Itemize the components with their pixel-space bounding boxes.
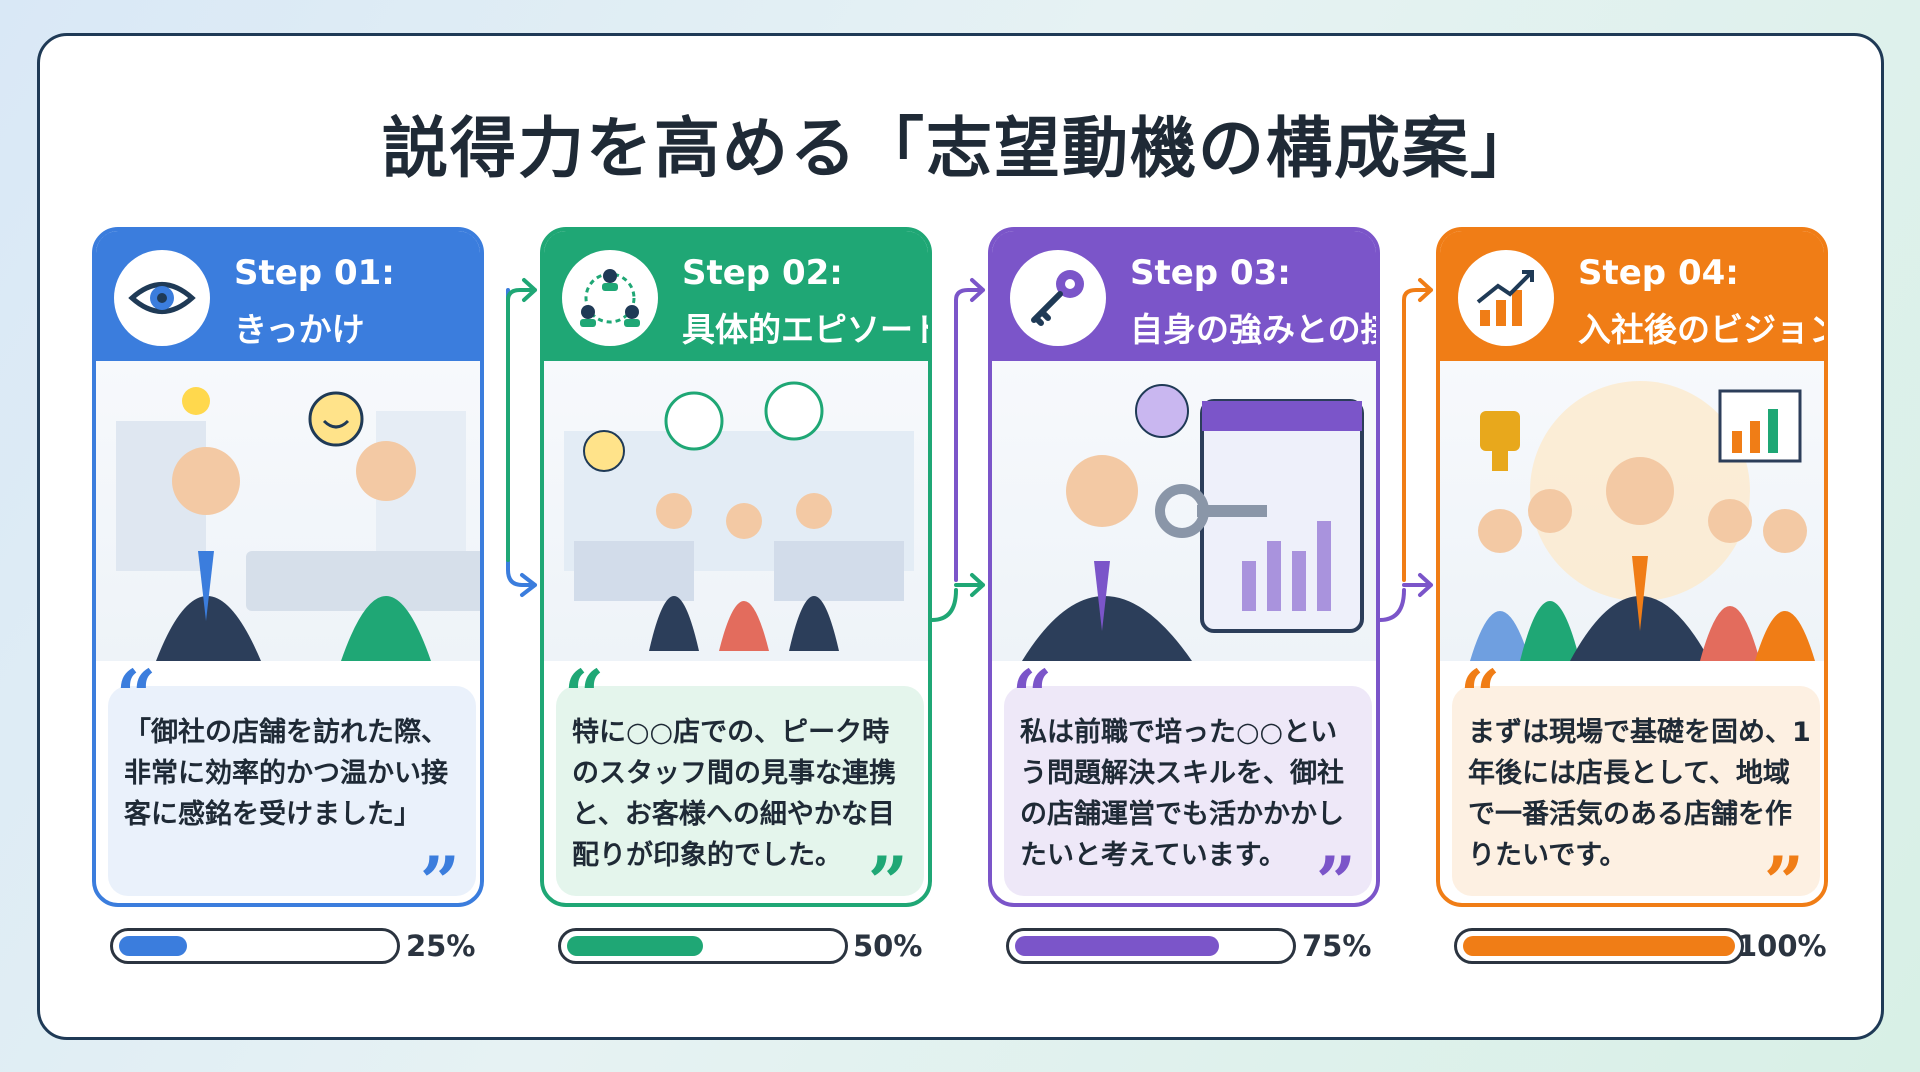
progress-bar-3 <box>1006 928 1296 964</box>
progress-bar-2 <box>558 928 848 964</box>
connector-1-2 <box>506 288 537 597</box>
progress-percent: 25% <box>406 929 476 963</box>
step-number: Step 04: <box>1578 253 1739 293</box>
step-illustration <box>1440 361 1824 661</box>
step-header: Step 02: 具体的エピソード <box>544 231 928 361</box>
quote-box <box>1004 686 1372 896</box>
step-illustration <box>96 361 480 661</box>
step-illustration <box>544 361 928 661</box>
step-header: Step 01: きっかけ <box>96 231 480 361</box>
step-label: きっかけ <box>234 310 365 349</box>
step-card-2: Step 02: 具体的エピソード “ 特に○○店での、ピーク時のスタッフ間の見… <box>540 227 932 907</box>
quote-text: 「御社の店舗を訪れた際、非常に効率的かつ温かい接客に感銘を受けました」 <box>124 717 448 830</box>
connector-2-3 <box>954 278 985 582</box>
step-number: Step 01: <box>234 253 395 293</box>
growth-chart-icon <box>1458 250 1554 346</box>
close-quote-icon: ” <box>1315 841 1356 907</box>
progress-bar-4 <box>1454 928 1744 964</box>
progress-bar-1 <box>110 928 400 964</box>
quote-text: 特に○○店での、ピーク時のスタッフ間の見事な連携と、お客様への細やかな目配りが印… <box>572 717 896 871</box>
quote-box <box>1452 686 1820 896</box>
close-quote-icon: ” <box>1763 841 1804 907</box>
step-number: Step 03: <box>1130 253 1291 293</box>
step-label: 入社後のビジョン <box>1578 310 1828 349</box>
step-label: 自身の強みとの接続 <box>1130 310 1376 349</box>
step-label: 具体的エピソード <box>682 310 932 349</box>
open-quote-icon: “ <box>1012 654 1053 737</box>
open-quote-icon: “ <box>564 654 605 737</box>
progress-percent: 75% <box>1302 929 1372 963</box>
step-card-4: Step 04: 入社後のビジョン “ まずは現場で基礎を固め、1年後には店長と… <box>1436 227 1828 907</box>
quote-text: まずは現場で基礎を固め、1年後には店長として、地域で一番活気のある店舗を作りたい… <box>1468 717 1811 871</box>
close-quote-icon: ” <box>419 841 460 907</box>
close-quote-icon: ” <box>867 841 908 907</box>
team-network-icon <box>562 250 658 346</box>
step-header: Step 03: 自身の強みとの接続 <box>992 231 1376 361</box>
quote-text: 私は前職で培った○○という問題解決スキルを、御社の店舗運営でも活かかかしたいと考… <box>1020 717 1344 871</box>
step-card-1: Step 01: きっかけ “ 「御社の店舗を訪れた際、非常に効率的かつ温かい接… <box>92 227 484 907</box>
step-header: Step 04: 入社後のビジョン <box>1440 231 1824 361</box>
progress-fill <box>119 936 187 956</box>
connector-3-4 <box>1402 278 1433 582</box>
progress-percent: 50% <box>853 929 923 963</box>
step-illustration <box>992 361 1376 661</box>
step-number: Step 02: <box>682 253 843 293</box>
page-title: 説得力を高める「志望動機の構成案」 <box>382 110 1538 187</box>
progress-fill <box>1463 936 1735 956</box>
progress-fill <box>567 936 703 956</box>
open-quote-icon: “ <box>1460 654 1501 737</box>
progress-fill <box>1015 936 1219 956</box>
progress-percent: 100% <box>1737 929 1827 963</box>
quote-box <box>556 686 924 896</box>
open-quote-icon: “ <box>116 654 157 737</box>
key-icon <box>1010 250 1106 346</box>
step-card-3: Step 03: 自身の強みとの接続 “ 私は前職で培った○○という問題解決スキ… <box>988 227 1380 907</box>
quote-box <box>108 686 476 896</box>
eye-icon <box>114 250 210 346</box>
